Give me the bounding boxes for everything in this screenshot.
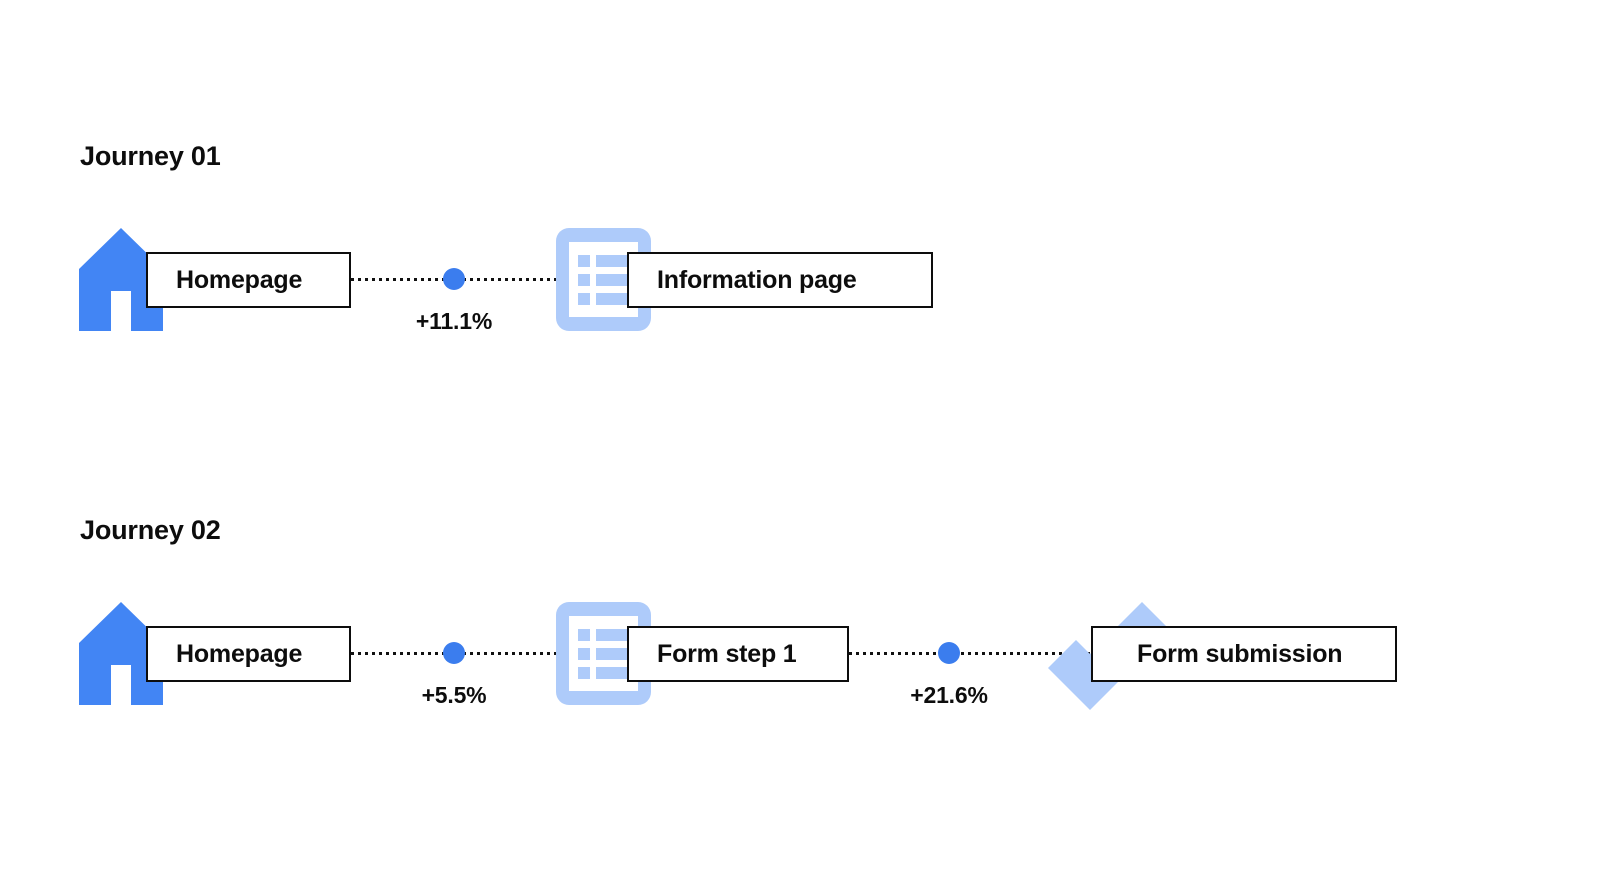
node-form-submission-label: Form submission bbox=[1137, 639, 1343, 668]
progress-dot-1[interactable] bbox=[443, 268, 465, 290]
progress-dot-1[interactable] bbox=[443, 642, 465, 664]
journey-01-title: Journey 01 bbox=[80, 141, 221, 171]
home-icon bbox=[79, 228, 163, 331]
node-form-step-1[interactable]: Form step 1 bbox=[627, 626, 849, 682]
connector-value-1: +11.1% bbox=[415, 308, 493, 334]
node-homepage[interactable]: Homepage bbox=[146, 252, 351, 308]
node-homepage-label: Homepage bbox=[176, 639, 303, 668]
node-information-page-label: Information page bbox=[657, 265, 857, 294]
node-form-submission[interactable]: Form submission bbox=[1091, 626, 1397, 682]
home-icon bbox=[79, 602, 163, 705]
connector-value-2: +21.6% bbox=[910, 682, 988, 708]
connector-line-1 bbox=[351, 652, 628, 655]
node-homepage-label: Homepage bbox=[176, 265, 303, 294]
journey-02-flow: Homepage +5.5% bbox=[0, 594, 1601, 734]
connector-line-2 bbox=[849, 652, 1125, 655]
journey-01-flow: Homepage +11.1% bbox=[0, 220, 1601, 360]
connector-value-1: +5.5% bbox=[421, 682, 487, 708]
connector-line-1 bbox=[351, 278, 628, 281]
node-information-page[interactable]: Information page bbox=[627, 252, 933, 308]
journey-02-title: Journey 02 bbox=[80, 515, 221, 545]
progress-dot-2[interactable] bbox=[938, 642, 960, 664]
node-form-step-1-label: Form step 1 bbox=[657, 639, 797, 668]
node-homepage[interactable]: Homepage bbox=[146, 626, 351, 682]
